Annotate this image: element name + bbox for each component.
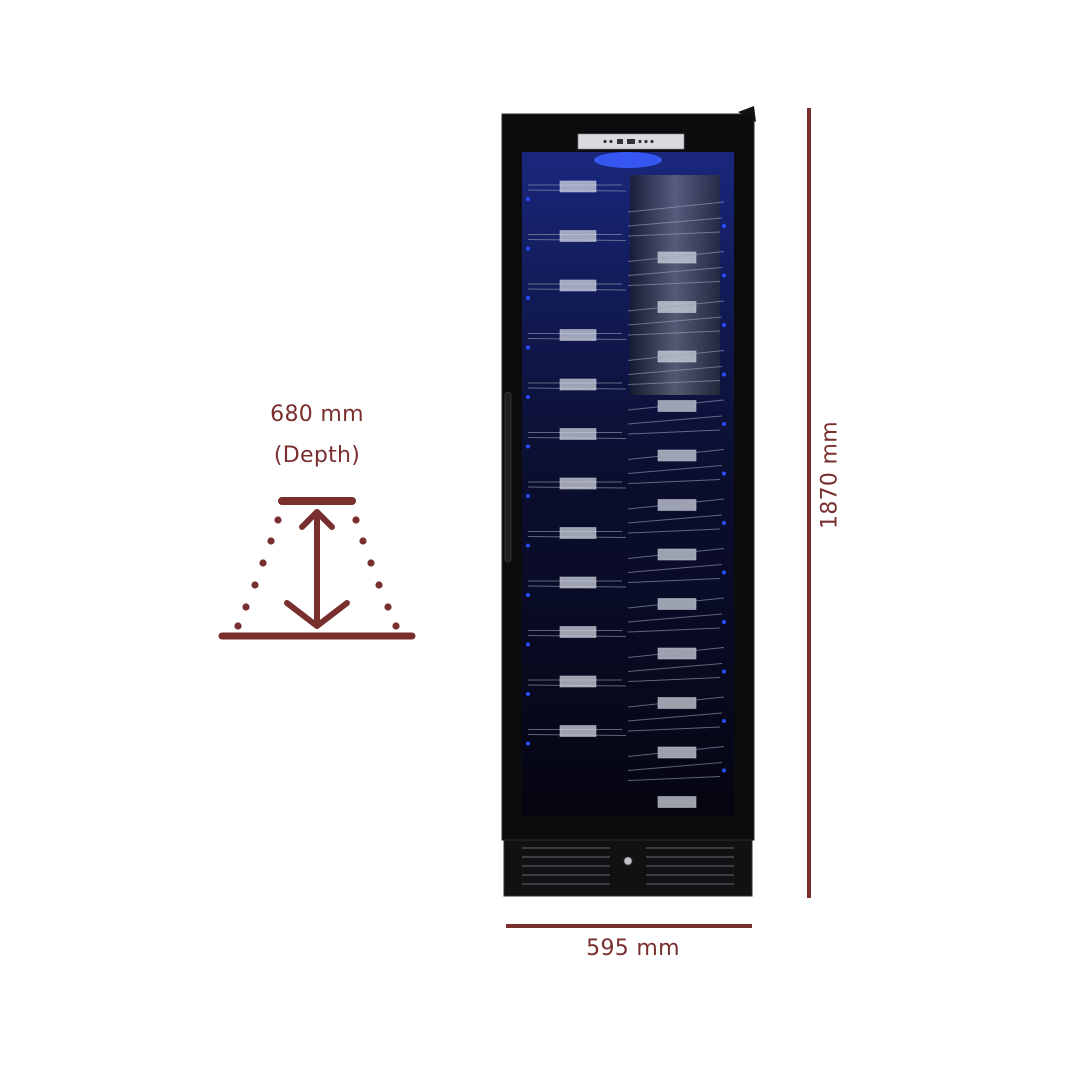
shelf-right <box>627 548 726 610</box>
shelf-left <box>526 477 627 498</box>
depth-value: 680 mm <box>270 402 364 427</box>
top-light <box>594 152 662 168</box>
shelf-right <box>627 696 726 759</box>
shelf-left <box>526 378 627 399</box>
shelf-right <box>627 647 726 709</box>
shelf-right <box>627 597 726 660</box>
shelf-right <box>627 498 726 561</box>
shelf-left <box>526 675 627 696</box>
shelf-left <box>526 576 627 597</box>
shelf-right <box>627 449 726 511</box>
shelf-right <box>627 350 726 412</box>
shelf-left <box>526 279 627 300</box>
shelf-left <box>526 725 627 746</box>
depth-icon <box>218 497 416 640</box>
depth-caption: (Depth) <box>273 443 361 468</box>
wine-cooler <box>501 106 756 897</box>
shelf-left <box>526 527 627 548</box>
shelf-left <box>526 626 627 647</box>
shelf-left <box>526 230 627 251</box>
door-handle <box>504 391 512 563</box>
base-grille <box>503 839 753 897</box>
height-value: 1870 mm <box>817 421 843 529</box>
shelf-right <box>627 251 726 313</box>
lock-icon <box>623 856 633 866</box>
shelf-right <box>627 746 726 808</box>
hinge <box>738 106 756 122</box>
shelf-left <box>526 428 627 449</box>
shelf-right <box>627 300 726 363</box>
shelves <box>526 180 726 808</box>
shelf-left <box>526 180 627 201</box>
width-value: 595 mm <box>586 936 680 961</box>
shelf-right <box>627 399 726 462</box>
shelf-left <box>526 329 627 350</box>
shelf-right <box>627 201 726 264</box>
